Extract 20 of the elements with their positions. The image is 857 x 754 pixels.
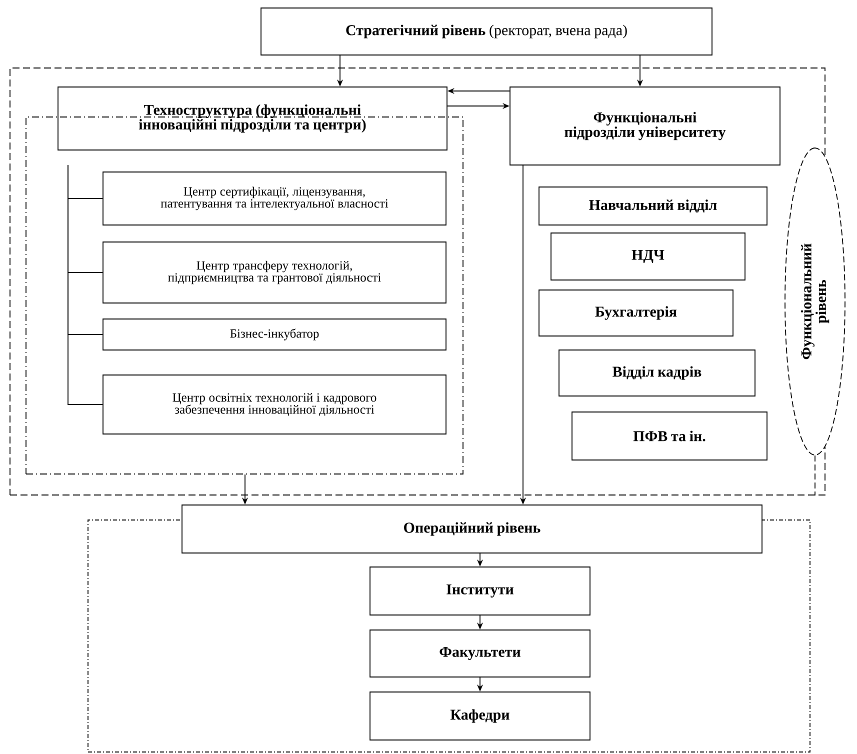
center-box: Центр сертифікації, ліцензування, патентування та інтелектуальної власності: [102, 172, 446, 226]
department-box: НДЧ: [550, 232, 746, 280]
group-frame: [26, 116, 464, 474]
center-box: Центр трансферу технологій, підприємництва та грантової діяльності: [102, 242, 446, 304]
header-box: Функціональні підрозділи університету: [510, 86, 780, 166]
department-box: Відділ кадрів: [558, 350, 756, 396]
level-box: Операційний рівень: [182, 504, 762, 554]
department-box: Навчальний відділ: [538, 186, 768, 226]
unit-box: Інститути: [370, 566, 590, 616]
unit-box: Факультети: [370, 630, 590, 678]
header-box: Техноструктура (функціональні інноваційні підрозділи та центри): [58, 86, 448, 150]
center-box: Центр освітніх технологій і кадрового забезпечення інноваційної діяльності: [102, 374, 446, 434]
connector-line: [814, 455, 816, 496]
unit-box: Кафедри: [370, 692, 590, 740]
department-box: ПФВ та ін.: [572, 412, 768, 460]
center-box: Бізнес-інкубатор: [102, 318, 446, 350]
level-box: Стратегічний рівень (ректорат, вчена рада): [260, 8, 712, 56]
department-box: Бухгалтерія: [538, 290, 734, 336]
connector-line: [68, 164, 103, 405]
node-label: Функціональний рівень: [800, 244, 830, 360]
